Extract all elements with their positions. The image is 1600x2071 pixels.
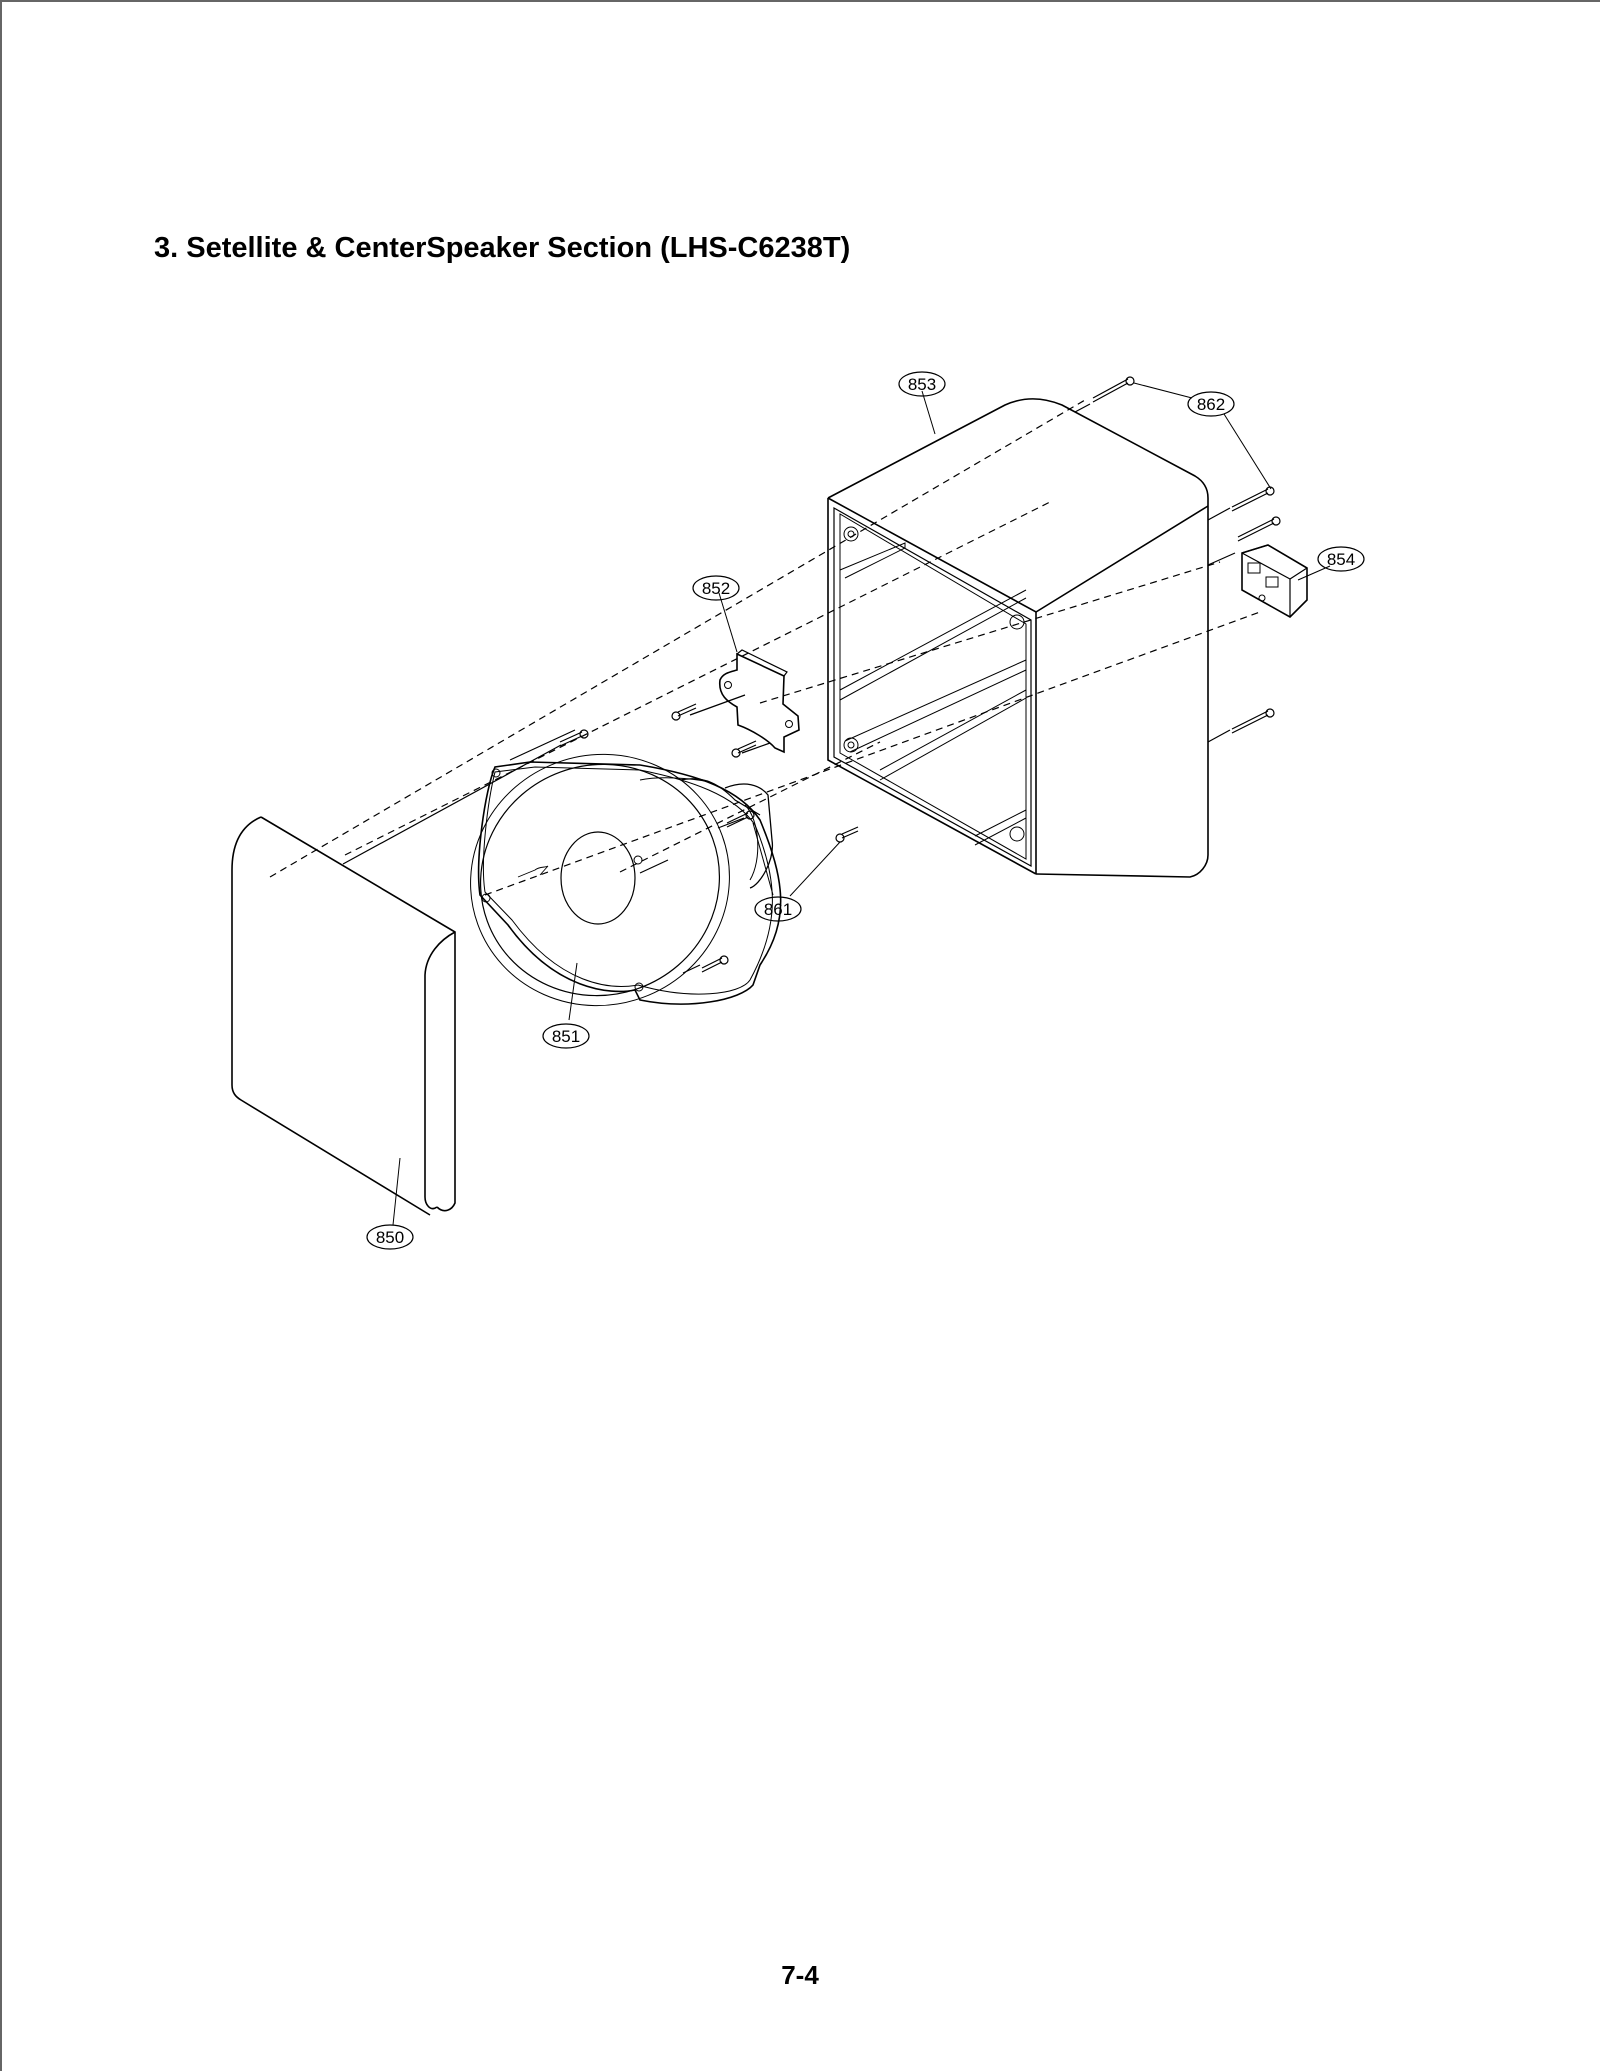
part-852-bracket (718, 592, 800, 754)
callout-label-851: 851 (552, 1027, 580, 1046)
leader-lines (752, 382, 1272, 897)
callout-854 (1317, 546, 1365, 572)
callout-851 (542, 1023, 590, 1049)
callout-853 (898, 371, 946, 397)
screws (559, 376, 1281, 973)
guide-lines (269, 399, 1261, 896)
page-number: 7-4 (781, 1960, 819, 1990)
screw (1231, 486, 1275, 512)
part-853-cabinet (827, 390, 1209, 878)
part-851-speaker (470, 753, 782, 1021)
callout-label-852: 852 (702, 579, 730, 598)
callout-label-850: 850 (376, 1228, 404, 1247)
part-854-terminal (1241, 544, 1331, 618)
callout-label-853: 853 (908, 375, 936, 394)
screw (1237, 516, 1281, 542)
callout-852 (692, 575, 740, 601)
callout-label-861: 861 (764, 900, 792, 919)
page-title: 3. Setellite & CenterSpeaker Section (LH… (154, 232, 851, 264)
callout-850 (366, 1224, 414, 1250)
screw (1092, 376, 1135, 403)
callout-label-862: 862 (1197, 395, 1225, 414)
screw (671, 703, 697, 721)
screw (835, 826, 859, 843)
callout-label-854: 854 (1327, 550, 1355, 569)
screw (559, 729, 589, 747)
guide-lines-solid (342, 403, 1236, 974)
callout-862 (1187, 391, 1235, 417)
part-850-grille (231, 816, 456, 1226)
screw (1231, 708, 1275, 734)
screw (731, 740, 757, 758)
callout-861 (754, 896, 802, 922)
screw (726, 810, 755, 828)
screw (701, 955, 729, 973)
